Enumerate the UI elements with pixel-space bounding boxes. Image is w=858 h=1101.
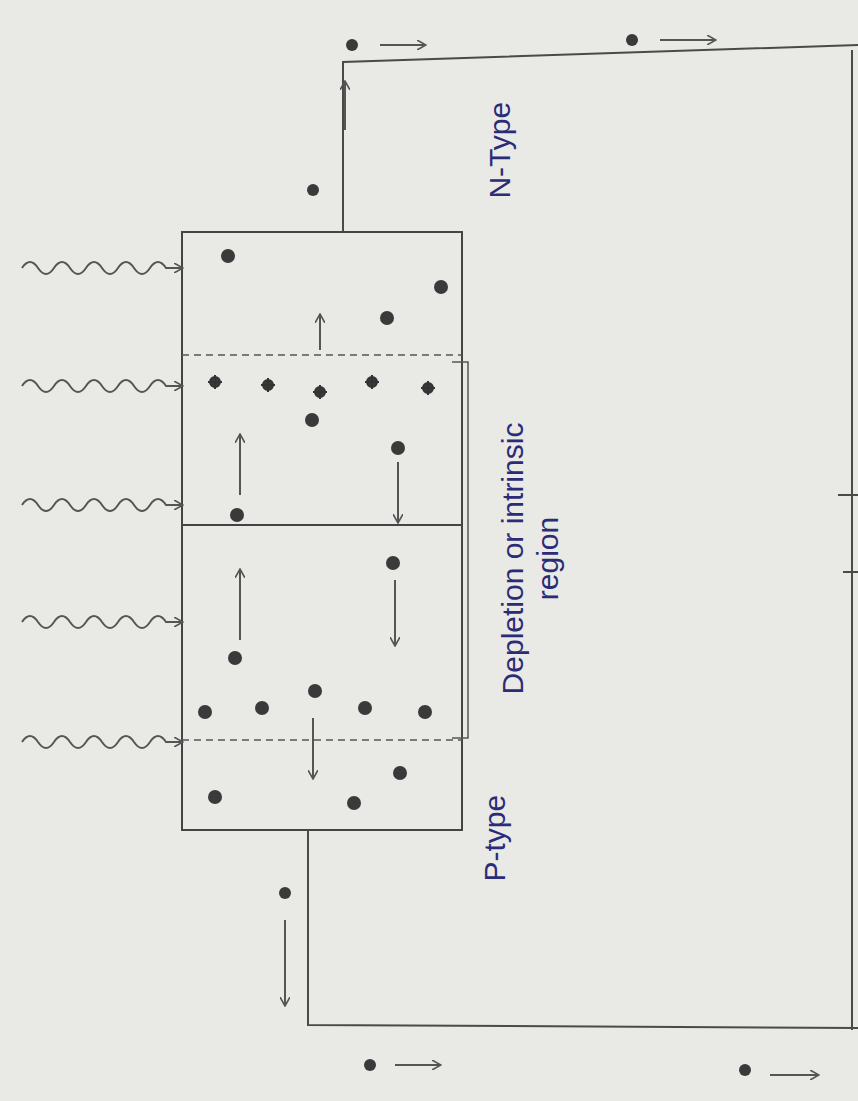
circuit-wire — [308, 45, 858, 1030]
region-label: Depletion or intrinsic region — [496, 383, 565, 733]
electron-dot — [198, 34, 751, 1076]
region-label: N-Type — [483, 50, 518, 250]
light-ray — [22, 262, 182, 748]
region-label: P-type — [478, 738, 513, 938]
carrier-arrow — [240, 40, 818, 1075]
hole-mark — [208, 375, 435, 399]
device-body — [182, 232, 468, 830]
